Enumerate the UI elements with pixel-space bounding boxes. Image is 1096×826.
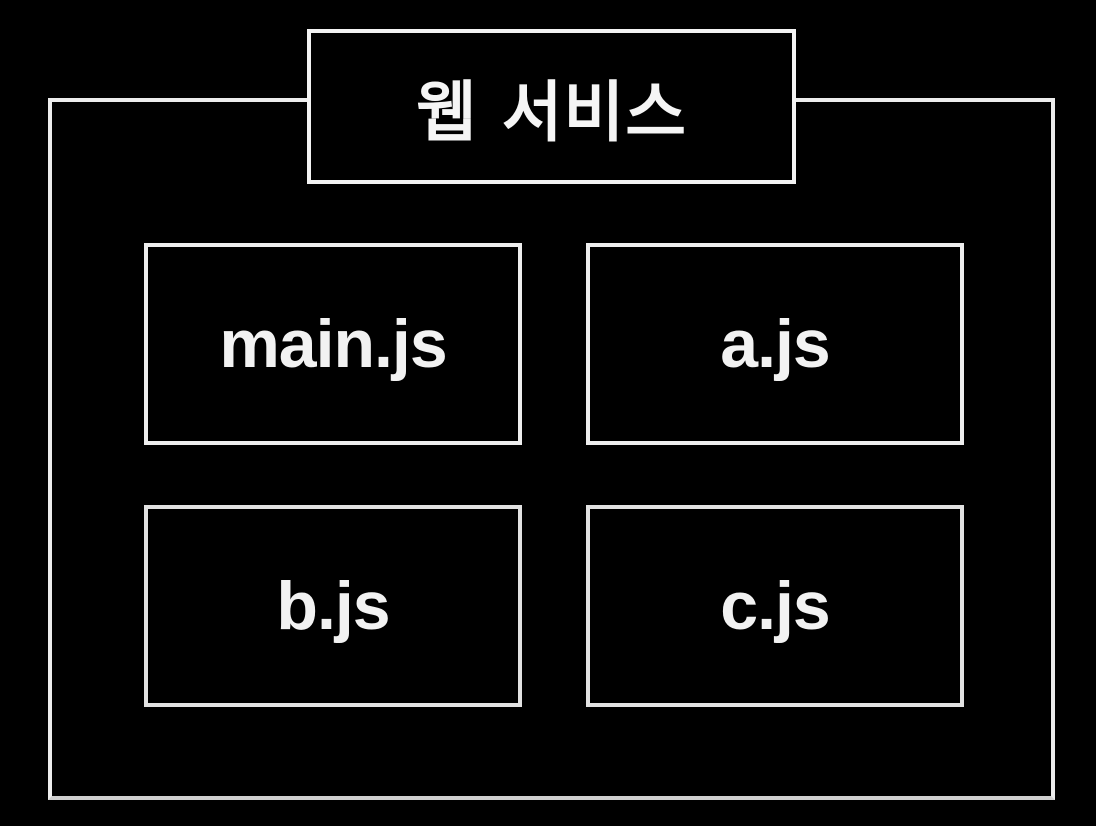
file-box-b-js: b.js bbox=[144, 505, 522, 707]
file-box-c-js: c.js bbox=[586, 505, 964, 707]
file-label-main-js: main.js bbox=[219, 306, 447, 382]
file-label-a-js: a.js bbox=[720, 306, 830, 382]
file-label-b-js: b.js bbox=[276, 568, 390, 644]
file-box-a-js: a.js bbox=[586, 243, 964, 445]
web-service-title: 웹 서비스 bbox=[416, 73, 687, 151]
file-label-c-js: c.js bbox=[720, 568, 830, 644]
file-box-main-js: main.js bbox=[144, 243, 522, 445]
web-service-title-box: 웹 서비스 bbox=[307, 29, 796, 184]
